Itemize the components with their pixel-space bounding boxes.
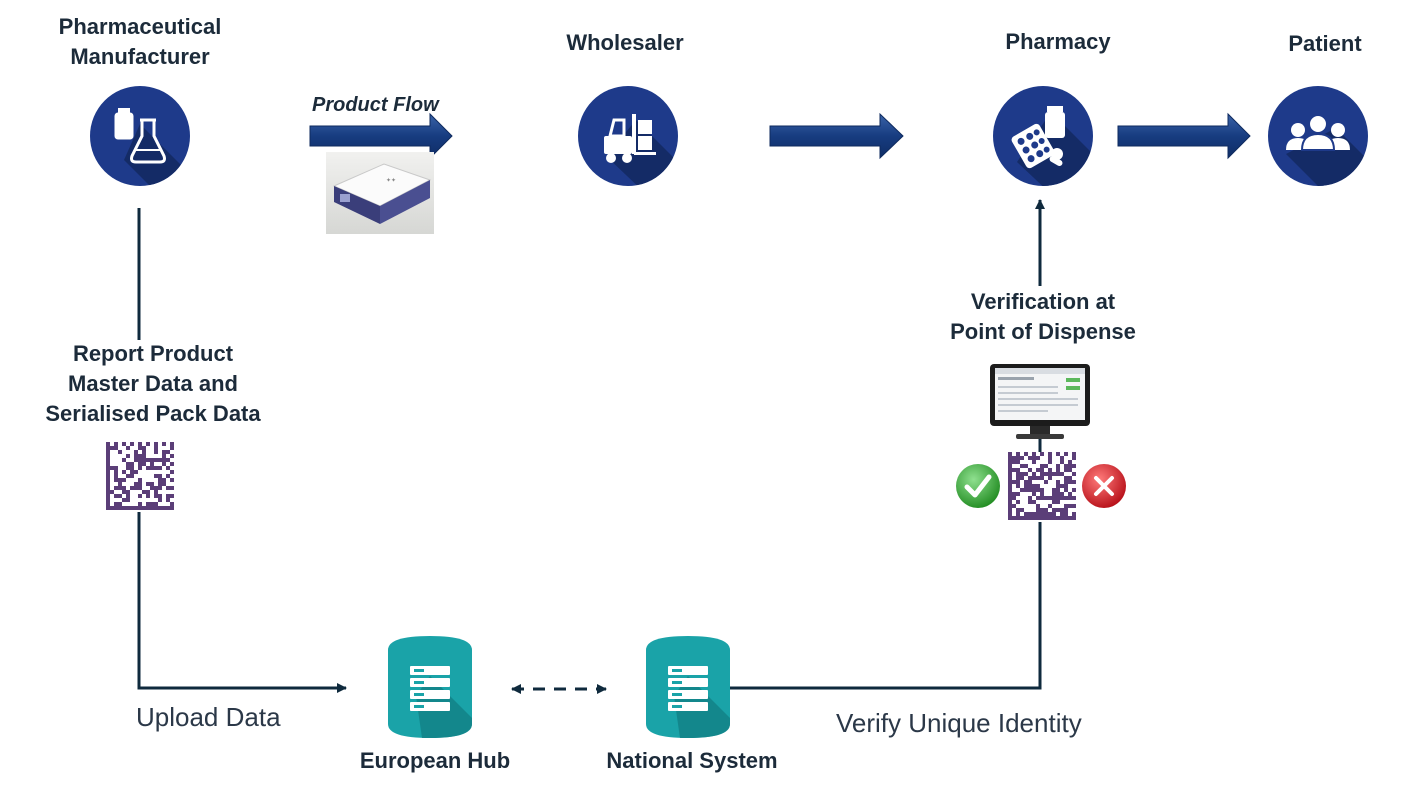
- database-server-icon: [410, 666, 450, 711]
- product-flow-arrow-3: [1117, 112, 1251, 160]
- data-matrix-icon: [106, 442, 174, 510]
- patient-group-icon: [1286, 114, 1350, 151]
- pharmacy-pills-icon: [1011, 106, 1065, 169]
- database-server-icon: [668, 666, 708, 711]
- national-system-label: National System: [606, 748, 778, 773]
- manufacturer-label: Pharmaceutical Manufacturer: [58, 14, 222, 69]
- data-matrix-icon: [1008, 452, 1076, 520]
- patient-label: Patient: [1288, 31, 1362, 56]
- pharmacy-node: [993, 86, 1093, 186]
- manufacturer-node: [90, 86, 190, 186]
- verify-identity-line: [728, 522, 1042, 690]
- product-flow-label: Product Flow: [312, 94, 439, 116]
- wholesaler-node: [578, 86, 678, 186]
- pharmacy-label: Pharmacy: [1005, 29, 1111, 54]
- forklift-icon: [604, 114, 656, 163]
- upload-data-line: [137, 512, 347, 693]
- product-flow-arrow-1: [309, 112, 453, 160]
- european-hub-database: [388, 636, 472, 738]
- svg-text:✦✦: ✦✦: [386, 177, 396, 184]
- verify-identity-label: Verify Unique Identity: [836, 708, 1082, 738]
- upload-data-label: Upload Data: [136, 702, 281, 732]
- check-icon: [956, 464, 1000, 508]
- medicine-lab-icon: [114, 108, 166, 164]
- european-hub-label: European Hub: [359, 748, 511, 773]
- verification-label: Verification at Point of Dispense: [950, 289, 1136, 344]
- wholesaler-label: Wholesaler: [566, 30, 684, 55]
- patient-node: [1268, 86, 1368, 186]
- national-system-database: [646, 636, 730, 738]
- monitor-icon: [990, 364, 1090, 439]
- report-data-label: Report Product Master Data and Serialise…: [45, 341, 261, 426]
- product-pack-image: ✦✦: [326, 152, 434, 234]
- cross-icon: [1082, 464, 1126, 508]
- product-flow-arrow-2: [769, 112, 904, 160]
